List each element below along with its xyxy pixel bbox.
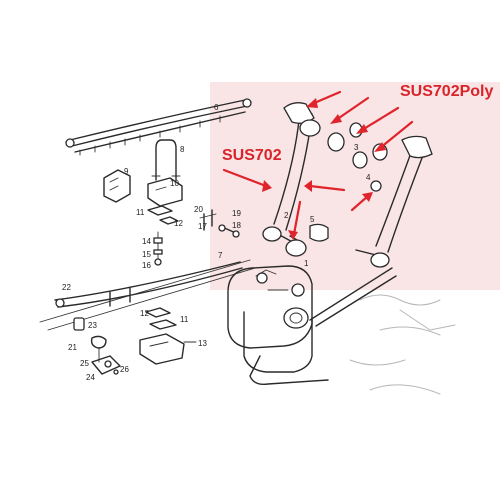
part-number-2: 2 bbox=[284, 211, 289, 220]
part-number-21: 21 bbox=[68, 343, 77, 352]
shackle bbox=[199, 209, 240, 238]
part-number-4: 4 bbox=[366, 173, 371, 182]
lower-bushings bbox=[262, 223, 390, 268]
part-number-12: 12 bbox=[174, 219, 183, 228]
part-number-17: 17 bbox=[198, 222, 207, 231]
arrow-poly-2 bbox=[330, 96, 370, 124]
arrow-poly-1 bbox=[306, 90, 342, 108]
steering-gearbox bbox=[227, 265, 397, 386]
part-number-23: 23 bbox=[88, 321, 97, 330]
highlight-panel bbox=[210, 82, 500, 290]
part-number-25: 25 bbox=[80, 359, 89, 368]
part-number-15: 15 bbox=[142, 250, 151, 259]
part-number-9: 9 bbox=[124, 167, 129, 176]
arrow-sus702-2 bbox=[304, 180, 346, 192]
part-number-20: 20 bbox=[194, 205, 203, 214]
part-number-22: 22 bbox=[62, 283, 71, 292]
leaf-spring bbox=[65, 98, 252, 156]
part-number-7: 7 bbox=[218, 251, 223, 260]
part-number-3: 3 bbox=[354, 143, 359, 152]
arrow-poly-4 bbox=[374, 120, 414, 152]
part-number-26: 26 bbox=[120, 365, 129, 374]
part-number-13: 13 bbox=[198, 339, 207, 348]
part-number-labels: 6 8 9 10 11 12 20 17 19 18 14 15 16 7 22… bbox=[62, 103, 371, 382]
part-number-14: 14 bbox=[142, 237, 151, 246]
u-bolt bbox=[151, 139, 181, 181]
part-number-6: 6 bbox=[214, 103, 219, 112]
part-number-1: 1 bbox=[304, 259, 309, 268]
callout-arrows bbox=[222, 90, 414, 240]
part-number-16: 16 bbox=[142, 261, 151, 270]
arrow-poly-3 bbox=[356, 106, 400, 134]
clamp-plates-upper bbox=[147, 205, 179, 225]
callout-sus702: SUS702 bbox=[222, 147, 282, 164]
arrow-sus702-1 bbox=[222, 168, 272, 192]
arrow-sus702-3 bbox=[288, 200, 302, 240]
part-number-10: 10 bbox=[170, 179, 179, 188]
lower-mounting-parts bbox=[73, 317, 121, 375]
part-number-8: 8 bbox=[180, 145, 185, 154]
part-number-24: 24 bbox=[86, 373, 95, 382]
arrow-sus702-4 bbox=[350, 192, 373, 212]
part-number-18: 18 bbox=[232, 221, 241, 230]
lower-clamp-bracket bbox=[139, 307, 197, 365]
part-number-11-lower: 11 bbox=[180, 315, 189, 324]
part-number-12-lower: 12 bbox=[140, 309, 149, 318]
faded-background-art bbox=[349, 294, 456, 395]
part-number-19: 19 bbox=[232, 209, 241, 218]
part-number-5: 5 bbox=[310, 215, 315, 224]
part-number-11: 11 bbox=[136, 208, 145, 217]
callout-sus702poly: SUS702Poly bbox=[400, 83, 493, 100]
bolt-stack bbox=[153, 231, 163, 266]
spring-pad-bracket bbox=[103, 169, 183, 207]
